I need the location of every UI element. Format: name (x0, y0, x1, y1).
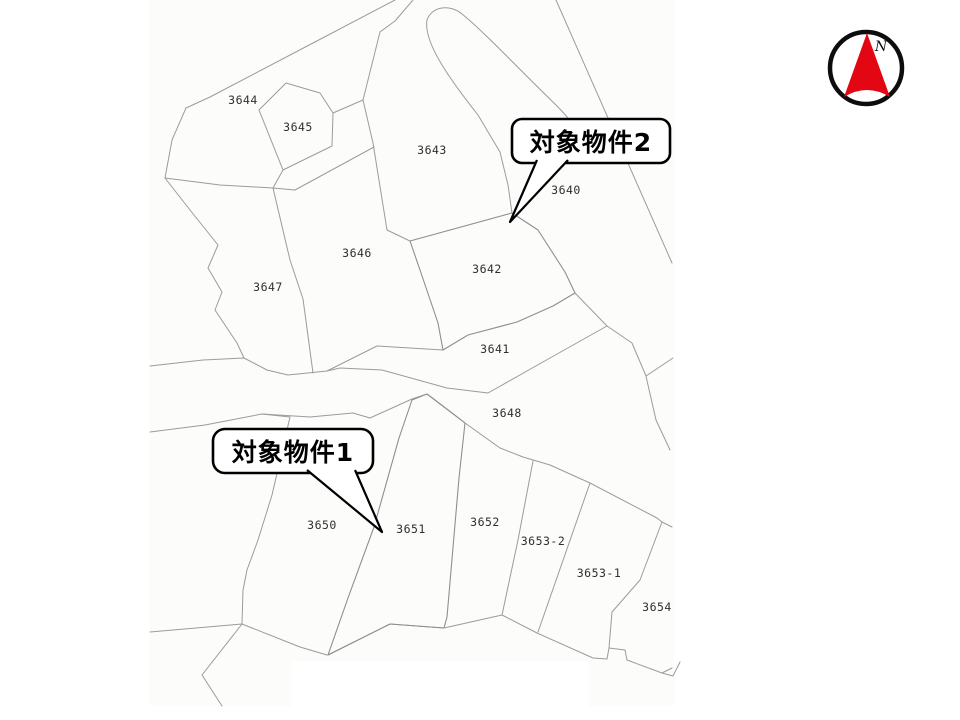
callout-2-pointer (508, 159, 569, 224)
callout-1-label: 対象物件1 (232, 438, 354, 467)
parcel-labels: 3644 3645 3643 3640 3646 3647 3642 3641 … (228, 93, 672, 614)
parcel-boundaries (149, 0, 681, 707)
paper-sheet (150, 0, 674, 706)
callout-2-box (510, 117, 672, 165)
parcel-label-3645: 3645 (283, 120, 313, 134)
parcel-label-3654: 3654 (642, 600, 672, 614)
parcel-label-3647: 3647 (253, 280, 283, 294)
parcel-3642-shape[interactable] (409, 212, 576, 351)
callout-2-label: 対象物件2 (530, 128, 652, 157)
north-arrow-icon (844, 33, 890, 97)
compass-north-label: N (874, 39, 888, 55)
callout-target-property-2[interactable]: 対象物件2 (508, 117, 672, 224)
parcel-label-3641: 3641 (480, 342, 510, 356)
parcel-label-3642: 3642 (472, 262, 502, 276)
callout-1-box (211, 427, 375, 475)
parcel-label-3653-1: 3653-1 (577, 566, 622, 580)
paper-cutout (292, 661, 588, 720)
callout-1-pointer (306, 469, 384, 534)
parcel-label-3650: 3650 (307, 518, 337, 532)
parcel-3651-shape[interactable] (327, 393, 466, 656)
parcel-label-3646: 3646 (342, 246, 372, 260)
scan-paper (150, 0, 674, 720)
callout-target-property-1[interactable]: 対象物件1 (211, 427, 384, 534)
parcel-label-3644: 3644 (228, 93, 258, 107)
parcel-label-3652: 3652 (470, 515, 500, 529)
label-backing-3642 (463, 261, 511, 277)
parcel-label-3643: 3643 (417, 143, 447, 157)
parcel-label-3653-2: 3653-2 (521, 534, 566, 548)
north-compass: N (827, 29, 905, 107)
hatched-parcels (327, 212, 576, 656)
parcel-label-3640: 3640 (551, 183, 581, 197)
parcel-label-3648: 3648 (492, 406, 522, 420)
label-backing-3651 (388, 521, 434, 537)
parcel-label-3651: 3651 (396, 522, 426, 536)
